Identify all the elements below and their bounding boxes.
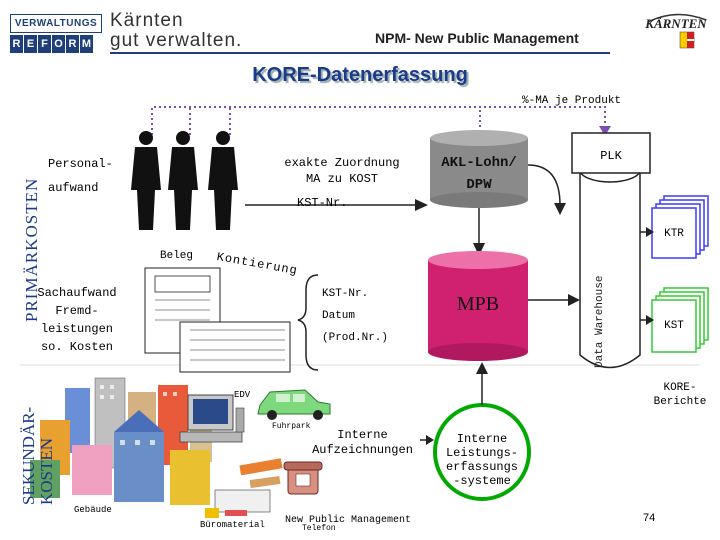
plk-box bbox=[571, 132, 651, 174]
arrowhead-icon bbox=[473, 243, 485, 256]
buildings-illustration bbox=[30, 377, 212, 505]
verwaltungs-reform-logo: VERWALTUNGS R E F O R M bbox=[10, 14, 102, 53]
ils-line1: Interne bbox=[456, 432, 508, 446]
kaernten-logo: KÄRNTEN bbox=[640, 6, 712, 52]
beleg-label: Beleg bbox=[160, 250, 194, 262]
logo-letter: R bbox=[10, 35, 23, 53]
personal-line1: Personal- bbox=[48, 157, 113, 171]
data-warehouse-label: Data Warehouse bbox=[594, 275, 606, 368]
akl-label: AKL-Lohn/ DPW bbox=[430, 152, 528, 196]
akl-cylinder bbox=[430, 130, 528, 208]
person-icon bbox=[208, 131, 238, 230]
kore-berichte-label: KORE- Berichte bbox=[640, 381, 720, 409]
brand-logo-text: KÄRNTEN bbox=[644, 16, 707, 31]
logo-top-text: VERWALTUNGS bbox=[10, 14, 102, 33]
personal-line2: aufwand bbox=[48, 181, 99, 195]
plk-label: PLK bbox=[600, 149, 622, 163]
tagline-line2: gut verwalten. bbox=[110, 30, 243, 51]
prod-nr-label: (Prod.Nr.) bbox=[322, 332, 389, 344]
kaernten-crest-icon: KÄRNTEN bbox=[644, 13, 707, 49]
mpb-cylinder bbox=[428, 251, 528, 361]
arrow-akl-dwh bbox=[527, 164, 561, 206]
ils-line2: Leistungs- bbox=[445, 446, 518, 460]
arrowhead-icon bbox=[554, 203, 566, 215]
arrowhead-icon bbox=[426, 435, 434, 445]
sachaufwand-label: Sachaufwand Fremd- leistungen so. Kosten bbox=[30, 284, 124, 356]
tagline-line1: Kärnten bbox=[110, 10, 184, 31]
ils-label: Interne Leistungs- erfassungs -systeme bbox=[436, 432, 528, 488]
ktr-documents bbox=[651, 195, 709, 259]
mpb-label: MPB bbox=[456, 293, 500, 315]
kst-nr-top-label: KST-Nr. bbox=[297, 196, 348, 210]
interne-aufzeichnungen-label: Interne Aufzeichnungen bbox=[300, 428, 425, 458]
sach-line2: Fremd- bbox=[55, 304, 99, 318]
kst-documents bbox=[651, 287, 709, 353]
fuhrpark-label: Fuhrpark bbox=[272, 422, 311, 431]
kst-nr-mid-label: KST-Nr. bbox=[322, 288, 369, 300]
arrowhead-icon bbox=[415, 199, 428, 211]
page-number: 74 bbox=[643, 512, 656, 524]
header-subtitle: NPM- New Public Management bbox=[375, 30, 579, 46]
bueromaterial-label: Büromaterial bbox=[200, 520, 265, 530]
zuordnung-label: exakte Zuordnung MA zu KOST bbox=[262, 155, 422, 187]
office-material-icon bbox=[205, 458, 283, 518]
sach-line4: so. Kosten bbox=[40, 340, 113, 354]
logo-letter: R bbox=[66, 35, 79, 53]
gebaeude-label: Gebäude bbox=[74, 505, 112, 515]
logo-letter: F bbox=[38, 35, 51, 53]
logo-letter: O bbox=[52, 35, 65, 53]
header-underline bbox=[110, 52, 610, 54]
telephone-icon bbox=[283, 461, 323, 495]
akl-line2: DPW bbox=[466, 177, 492, 193]
data-warehouse-cylinder bbox=[579, 157, 641, 369]
ma-produkt-bracket bbox=[151, 106, 606, 135]
datum-label: Datum bbox=[322, 310, 356, 322]
arrowhead-icon bbox=[646, 315, 654, 325]
kst-doc-label: KST bbox=[664, 320, 684, 332]
arrowhead-icon bbox=[646, 227, 654, 237]
car-icon bbox=[257, 389, 331, 420]
ils-line4: -systeme bbox=[453, 474, 511, 488]
logo-letter: M bbox=[80, 35, 93, 53]
plk-arrowhead bbox=[599, 126, 611, 136]
kore-line1: KORE- bbox=[663, 382, 697, 394]
ktr-label: KTR bbox=[664, 228, 684, 240]
sach-line3: leistungen bbox=[40, 322, 113, 336]
kore-line2: Berichte bbox=[653, 396, 707, 408]
aufz-line2: Aufzeichnungen bbox=[312, 443, 413, 457]
logo-letter: E bbox=[24, 35, 37, 53]
personalaufwand-label: Personal- aufwand bbox=[48, 152, 113, 200]
arrowhead-icon bbox=[568, 294, 580, 306]
person-icon bbox=[168, 131, 198, 230]
person-icon bbox=[131, 131, 161, 230]
ma-je-produkt-label: %-MA je Produkt bbox=[522, 95, 622, 107]
footer-text: New Public Management bbox=[285, 515, 412, 526]
akl-line1: AKL-Lohn/ bbox=[441, 155, 517, 171]
computer-icon bbox=[179, 394, 245, 443]
ils-line3: erfassungs bbox=[445, 460, 518, 474]
page-title: KORE-Datenerfassung bbox=[252, 64, 468, 86]
sekundaer-line1: SEKUNDÄR- bbox=[19, 406, 38, 505]
logo-letter-row: R E F O R M bbox=[10, 35, 102, 53]
kontierung-brace bbox=[297, 274, 319, 371]
sekundaerkosten-label: SEKUNDÄR- KOSTEN bbox=[19, 406, 56, 505]
employee-figures bbox=[131, 131, 238, 230]
zuordnung-line1: exakte Zuordnung bbox=[284, 156, 400, 170]
telefon-label: Telefon bbox=[302, 524, 336, 533]
beleg-form bbox=[144, 267, 291, 373]
edv-label: EDV bbox=[234, 390, 251, 400]
sach-line1: Sachaufwand bbox=[37, 286, 117, 300]
aufz-line1: Interne bbox=[337, 428, 388, 442]
zuordnung-line2: MA zu KOST bbox=[305, 172, 378, 186]
tagline: Kärnten gut verwalten. bbox=[110, 11, 242, 51]
arrowhead-icon bbox=[476, 362, 488, 374]
sekundaer-line2: KOSTEN bbox=[37, 437, 56, 505]
